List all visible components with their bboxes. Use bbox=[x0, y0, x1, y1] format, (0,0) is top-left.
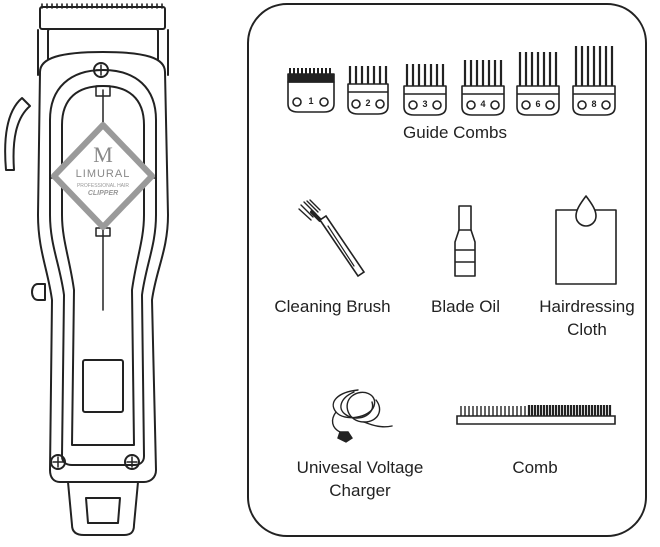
guide-comb-size: 3 bbox=[422, 99, 428, 109]
display-window bbox=[82, 359, 124, 413]
guide-comb-8 bbox=[572, 46, 616, 116]
clipper-illustration bbox=[4, 3, 169, 536]
charger-label-2: Charger bbox=[329, 481, 391, 500]
cleaning-brush-illustration bbox=[298, 199, 366, 278]
cleaning-brush-label: Cleaning Brush bbox=[274, 297, 391, 316]
brand-logo bbox=[51, 122, 155, 230]
blade-oil-label: Blade Oil bbox=[431, 297, 500, 316]
guide-comb-size: 1 bbox=[308, 96, 314, 106]
guide-comb-size: 4 bbox=[480, 99, 486, 109]
hairdressing-cloth-label-1: Hairdressing bbox=[539, 297, 635, 316]
accessories-panel bbox=[247, 3, 647, 537]
guide-combs-illustration bbox=[287, 46, 616, 116]
power-switch bbox=[31, 283, 46, 301]
guide-comb-size: 2 bbox=[365, 98, 371, 108]
hairdressing-cloth-label-2: Cloth bbox=[567, 320, 607, 339]
guide-comb-size: 8 bbox=[591, 99, 597, 109]
guide-comb-6 bbox=[516, 52, 560, 116]
brand-mark: M bbox=[93, 142, 113, 167]
hanging-loop bbox=[67, 481, 139, 536]
charger-label-1: Univesal Voltage bbox=[296, 458, 424, 477]
guide-comb-3 bbox=[403, 64, 447, 116]
brand-model: CLIPPER bbox=[87, 190, 119, 197]
brand-name: LIMURAL bbox=[75, 168, 131, 180]
comb-illustration bbox=[456, 405, 616, 425]
blade-oil-illustration bbox=[454, 205, 476, 277]
taper-lever bbox=[4, 97, 31, 171]
guide-comb-2 bbox=[347, 66, 389, 115]
guide-combs-label: Guide Combs bbox=[403, 123, 507, 142]
guide-comb-4 bbox=[461, 60, 505, 116]
charger-illustration bbox=[331, 389, 393, 443]
hairdressing-cloth-illustration bbox=[555, 195, 617, 285]
blade bbox=[37, 3, 169, 76]
guide-comb-size: 6 bbox=[535, 99, 541, 109]
brand-subline: PROFESSIONAL HAIR bbox=[76, 183, 130, 189]
guide-comb-1 bbox=[287, 68, 335, 113]
comb-label: Comb bbox=[512, 458, 558, 477]
